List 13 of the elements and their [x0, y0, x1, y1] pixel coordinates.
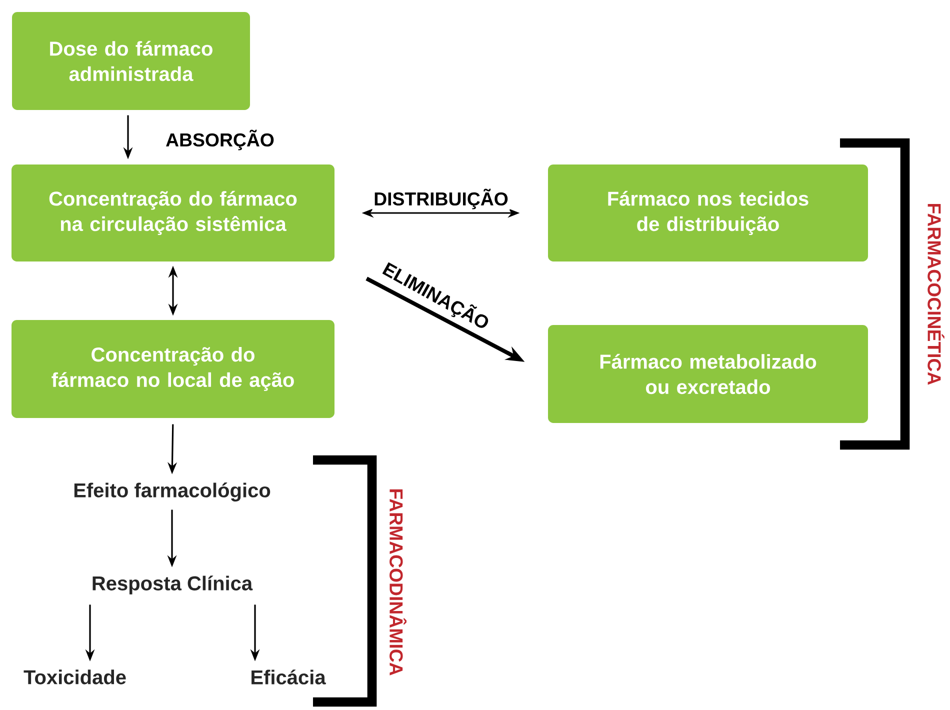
process-box: Concentração do fármaco no local de ação — [12, 320, 334, 418]
edge-label: DISTRIBUIÇÃO — [372, 187, 510, 211]
process-box: Fármaco metabolizado ou excretado — [548, 325, 868, 423]
step-text: Resposta Clínica — [92, 576, 253, 594]
step-text: Efeito farmacológico — [74, 482, 270, 502]
step-text: Toxicidade — [24, 670, 126, 684]
edge-label: ABSORÇÃO — [164, 128, 276, 152]
side-label: FARMACODINÂMICA — [390, 489, 406, 676]
process-box: Dose do fármaco administrada — [12, 12, 250, 110]
process-box: Fármaco nos tecidos de distribuição — [548, 164, 868, 262]
side-label: FARMACOCINÉTICA — [928, 204, 944, 385]
step-text: Eficácia — [252, 670, 326, 684]
process-box: Concentração do fármaco na circulação sistêmica — [12, 164, 334, 262]
